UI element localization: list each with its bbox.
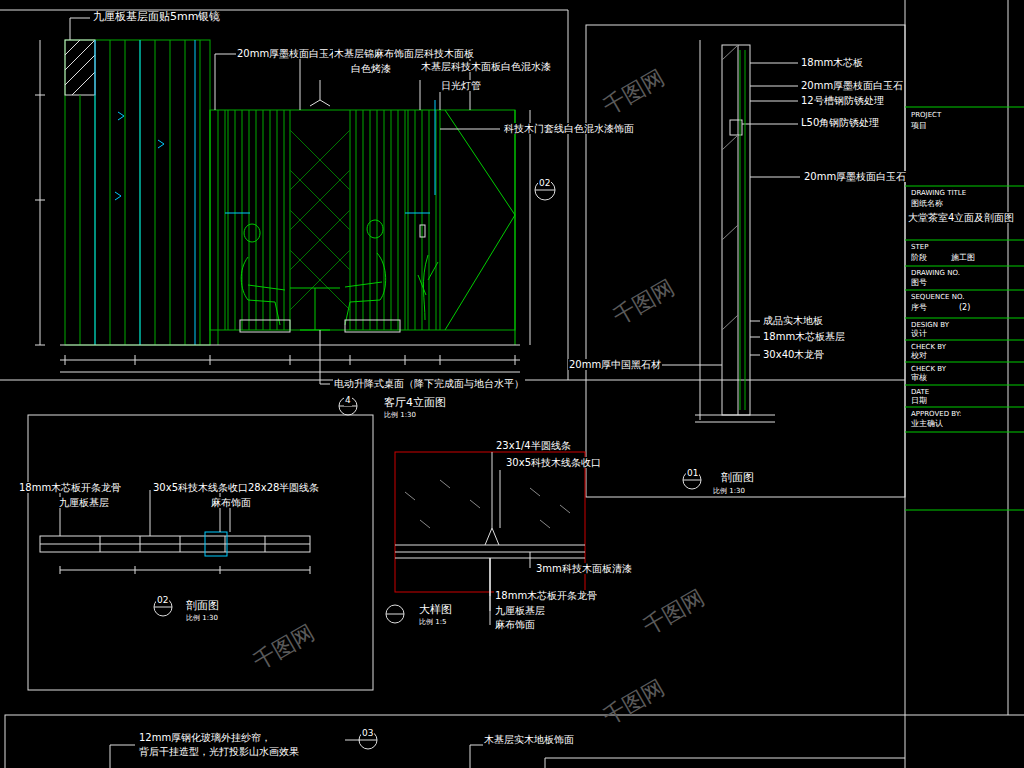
note: 麻布饰面 [210, 497, 252, 508]
view-title: 剖面图 [185, 600, 220, 612]
note: 20mm厚墨枝面白玉石 [800, 80, 904, 91]
callout-number: 4 [344, 396, 352, 406]
note: 30x5科技木线条收口28x28半圆线条 [152, 482, 320, 493]
note: 日光灯管 [440, 80, 482, 91]
note: 麻布饰面 [494, 619, 536, 630]
scale: 比例 1:30 [185, 615, 219, 623]
note: 背后干挂造型，光打投影山水画效果 [138, 746, 300, 757]
note: 3mm科技木面板清漆 [535, 563, 633, 574]
view-title: 剖面图 [720, 472, 755, 484]
title-field: SEQUENCE NO. [910, 294, 965, 302]
callout-number: 02 [538, 179, 551, 189]
callout-number: 01 [686, 469, 699, 479]
title-field: 图纸名称 [910, 200, 944, 209]
title-field: 施工图 [950, 254, 976, 263]
drawing-title: 大堂茶室4立面及剖面图 [907, 212, 1015, 223]
title-field: CHECK BY [910, 344, 947, 352]
view-title: 大样图 [418, 604, 453, 616]
callout-number: 03 [361, 729, 374, 739]
title-field: 日期 [910, 397, 928, 406]
title-field: DATE [910, 389, 930, 397]
note: 木基层科技木面板白色混水漆 [420, 61, 552, 72]
note: 木基层实木地板饰面 [483, 734, 575, 745]
title-field: 阶段 [910, 254, 928, 263]
note: 12mm厚钢化玻璃外挂纱帘， [138, 732, 272, 743]
note: 18mm木芯板开条龙骨 [18, 482, 122, 493]
watermark: 千图网 [599, 675, 670, 730]
title-field: PROJECT [910, 112, 942, 120]
title-field: APPROVED BY: [910, 411, 962, 419]
title-field: 业主确认 [910, 420, 944, 429]
title-field: DRAWING TITLE [910, 190, 967, 198]
note: 12号槽钢防锈处理 [800, 95, 885, 106]
note: 白色烤漆 [350, 63, 392, 74]
title-field: DRAWING NO. [910, 270, 961, 278]
title-field: CHECK BY [910, 366, 947, 374]
note: 18mm木芯板开条龙骨 [494, 590, 598, 601]
note: 23x1/4半圆线条 [495, 440, 572, 451]
view-title: 客厅4立面图 [383, 397, 447, 409]
title-field: DESIGN BY [910, 322, 950, 330]
note: 30x40木龙骨 [762, 349, 825, 360]
callout-number: 02 [156, 596, 169, 606]
watermark: 千图网 [639, 585, 710, 640]
note: 20mm厚中国黑石材 [568, 359, 662, 370]
note: 科技木门套线白色混水漆饰面 [503, 123, 635, 134]
note: 九厘板基层 [58, 497, 110, 508]
watermark: 千图网 [599, 65, 670, 120]
title-field: 审核 [910, 374, 928, 383]
title-field: 设计 [910, 330, 928, 339]
watermark: 千图网 [249, 620, 320, 675]
note: 成品实木地板 [762, 315, 824, 326]
title-field: 项目 [910, 122, 928, 131]
scale: 比例 1:30 [383, 412, 417, 420]
scale: 比例 1:30 [712, 488, 746, 496]
title-field: (2) [958, 304, 971, 313]
note: 木基层锦麻布饰面层科技木面板 [333, 48, 475, 59]
title-field: 序号 [910, 304, 928, 313]
note: 九厘板基层面贴5mm银镜 [92, 11, 221, 23]
note: 20mm厚墨枝面白玉石 [236, 48, 340, 59]
title-field: 图号 [910, 279, 928, 288]
title-field: 校对 [910, 352, 928, 361]
note: 电动升降式桌面（降下完成面与地台水平） [333, 378, 525, 389]
note: 30x5科技木线条收口 [505, 457, 602, 468]
note: 18mm木芯板 [800, 57, 864, 68]
note: 18mm木芯板基层 [762, 331, 846, 342]
scale: 比例 1:5 [418, 619, 448, 627]
note: 20mm厚墨枝面白玉石 [803, 171, 907, 182]
watermark: 千图网 [609, 275, 680, 330]
note: L50角钢防锈处理 [800, 117, 880, 128]
title-field: STEP [910, 244, 929, 252]
note: 九厘板基层 [494, 605, 546, 616]
